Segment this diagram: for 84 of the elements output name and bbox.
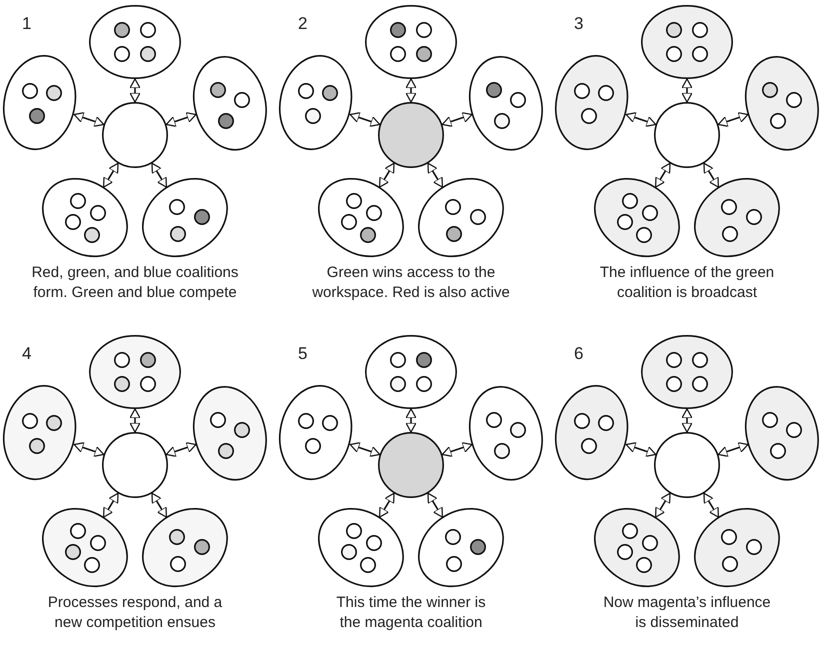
process-ellipse <box>694 508 780 588</box>
process-ellipse <box>555 55 629 151</box>
panel-number: 1 <box>22 14 32 34</box>
process-ellipse <box>279 385 353 481</box>
center-circle <box>378 432 444 498</box>
process-ellipse <box>193 386 267 480</box>
double-arrow <box>442 112 472 127</box>
center-circle <box>654 102 720 168</box>
process-ellipse <box>641 5 733 79</box>
small-circle <box>29 438 46 454</box>
double-arrow <box>74 112 104 127</box>
process-ellipse <box>594 508 680 588</box>
double-arrow <box>718 112 748 127</box>
process-ellipse <box>142 508 228 588</box>
process-ellipse <box>418 508 504 588</box>
process-ellipse <box>555 385 629 481</box>
panel-number: 2 <box>298 14 308 34</box>
small-circle <box>29 108 46 124</box>
center-circle <box>102 102 168 168</box>
double-arrow <box>703 162 720 188</box>
process-ellipse <box>3 385 77 481</box>
caption: This time the winner is the magenta coalition <box>335 593 487 633</box>
double-arrow <box>129 408 141 433</box>
process-ellipse <box>594 178 680 258</box>
center-circle <box>102 432 168 498</box>
double-arrow <box>681 78 693 103</box>
small-circle <box>581 438 598 454</box>
double-arrow <box>350 112 380 127</box>
double-arrow <box>129 78 141 103</box>
process-ellipse <box>279 55 353 151</box>
small-circle <box>305 438 322 454</box>
double-arrow <box>378 492 395 518</box>
center-circle <box>654 432 720 498</box>
double-arrow <box>442 442 472 457</box>
process-ellipse <box>365 335 457 409</box>
double-arrow <box>626 112 656 127</box>
process-ellipse <box>469 56 543 150</box>
panel-number: 5 <box>298 344 308 364</box>
double-arrow <box>654 492 671 518</box>
process-ellipse <box>694 178 780 258</box>
process-ellipse <box>418 178 504 258</box>
caption: The influence of the green coalition is broadcast <box>598 263 776 303</box>
process-ellipse <box>89 5 181 79</box>
caption: Green wins access to the workspace. Red is also active <box>311 263 511 303</box>
process-ellipse <box>3 55 77 151</box>
center-circle <box>378 102 444 168</box>
process-ellipse <box>365 5 457 79</box>
double-arrow <box>626 442 656 457</box>
caption: Processes respond, and a new competition ensues <box>46 593 224 633</box>
panel-number: 4 <box>22 344 32 364</box>
process-ellipse <box>745 386 819 480</box>
process-ellipse <box>142 178 228 258</box>
double-arrow <box>350 442 380 457</box>
process-ellipse <box>318 178 404 258</box>
process-ellipse <box>42 178 128 258</box>
double-arrow <box>427 162 444 188</box>
double-arrow <box>681 408 693 433</box>
double-arrow <box>151 162 168 188</box>
process-ellipse <box>469 386 543 480</box>
small-circle <box>581 108 598 124</box>
double-arrow <box>405 78 417 103</box>
double-arrow <box>378 162 395 188</box>
double-arrow <box>74 442 104 457</box>
process-ellipse <box>42 508 128 588</box>
panel-number: 3 <box>574 14 584 34</box>
process-ellipse <box>745 56 819 150</box>
process-ellipse <box>193 56 267 150</box>
double-arrow <box>166 442 196 457</box>
double-arrow <box>151 492 168 518</box>
double-arrow <box>166 112 196 127</box>
panel-number: 6 <box>574 344 584 364</box>
caption: Red, green, and blue coalitions form. Green and blue compete <box>30 263 240 303</box>
process-ellipse <box>641 335 733 409</box>
process-ellipse <box>318 508 404 588</box>
double-arrow <box>102 162 119 188</box>
double-arrow <box>427 492 444 518</box>
double-arrow <box>405 408 417 433</box>
double-arrow <box>654 162 671 188</box>
double-arrow <box>718 442 748 457</box>
double-arrow <box>102 492 119 518</box>
caption: Now magenta’s influence is disseminated <box>602 593 772 633</box>
double-arrow <box>703 492 720 518</box>
small-circle <box>305 108 322 124</box>
process-ellipse <box>89 335 181 409</box>
